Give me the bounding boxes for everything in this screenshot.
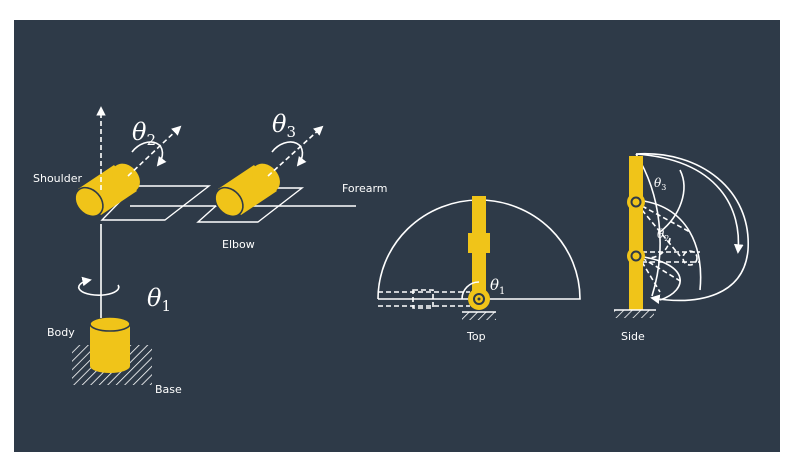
side-theta2-symbol: θ2 — [657, 227, 669, 243]
forearm-label: Forearm — [342, 182, 388, 195]
shoulder-cylinder — [74, 163, 140, 218]
base-label: Base — [155, 383, 182, 396]
top-ground-hatch — [462, 312, 496, 320]
theta1-symbol: θ1 — [147, 284, 171, 315]
shoulder-label: Shoulder — [33, 172, 82, 185]
theta3-symbol: θ3 — [272, 110, 296, 141]
top-theta1-arc — [461, 281, 480, 300]
side-outer-sweep-arrow — [635, 153, 749, 304]
side-view-label: Side — [621, 330, 645, 343]
top-view-label: Top — [466, 330, 486, 343]
top-arm-elbow — [468, 233, 490, 253]
side-ground-hatch — [614, 310, 654, 318]
side-elbow-joint — [627, 247, 645, 265]
shoulder-joint-axis — [127, 125, 182, 177]
elbow-cylinder — [214, 163, 280, 218]
side-outer-reach-arc — [635, 153, 661, 297]
side-theta3-symbol: θ3 — [654, 176, 666, 192]
side-inner-arc-3 — [659, 169, 685, 233]
side-inner-arc-2 — [635, 255, 681, 301]
theta1-rotation-arrow — [77, 276, 120, 296]
theta2-symbol: θ2 — [132, 118, 156, 149]
side-arm-link — [629, 156, 643, 310]
side-dashed-positions — [641, 205, 700, 293]
theta3-rotation-arrow — [271, 141, 307, 167]
theta2-rotation-arrow — [131, 141, 167, 167]
top-theta1-symbol: θ1 — [490, 276, 505, 297]
top-arm-rotated-dashed — [378, 289, 470, 309]
elbow-label: Elbow — [222, 238, 255, 251]
side-view: θ3 θ2 Side — [614, 153, 749, 343]
arm-3d-view: Shoulder Elbow Forearm Body Base θ2 θ3 θ… — [33, 106, 388, 396]
side-inner-arc-1 — [635, 199, 702, 291]
side-reach-arrow — [635, 153, 744, 254]
elbow-joint-axis — [267, 125, 324, 177]
side-shoulder-joint — [627, 193, 645, 211]
top-view: θ1 Top — [377, 196, 581, 343]
body-label: Body — [47, 326, 75, 339]
body-cylinder — [89, 316, 131, 373]
